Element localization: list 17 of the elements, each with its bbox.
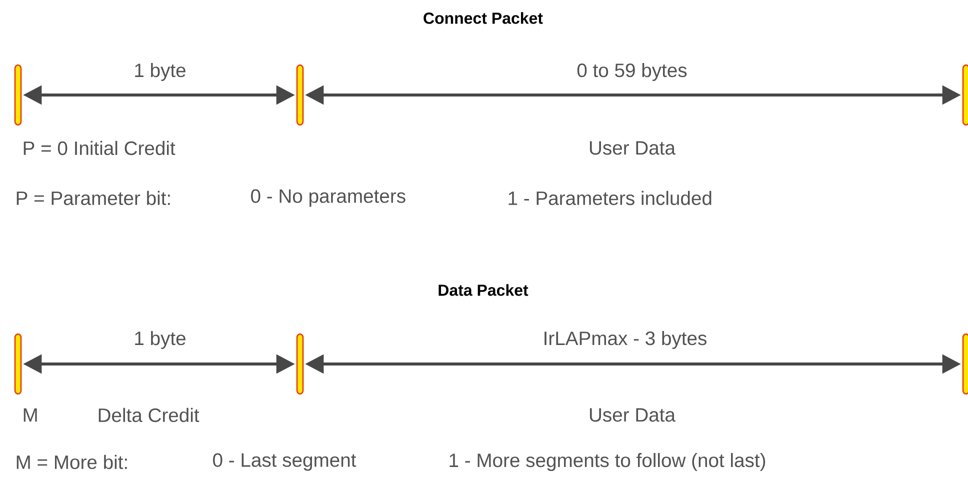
field-label: M (24, 408, 37, 422)
dimension-label: 1 byte (135, 62, 186, 81)
field-label: 0 - No parameters (251, 189, 406, 207)
dimension-label: 0 to 59 bytes (577, 62, 687, 81)
field-label: P = Parameter bit: (16, 190, 170, 206)
field-label: User Data (590, 408, 676, 422)
field-label: 1 - Parameters included (508, 190, 712, 206)
dimension-label: IrLAPmax - 3 bytes (544, 330, 706, 349)
field-label: User Data (590, 141, 676, 155)
field-label: M = More bit: (16, 454, 127, 470)
heading: Connect Packet (424, 12, 543, 24)
heading: Data Packet (438, 284, 528, 296)
field-label: Delta Credit (98, 408, 200, 422)
dimension-label: 1 byte (135, 330, 186, 349)
field-label: 1 - More segments to follow (not last) (450, 452, 766, 471)
field-label: 0 - Last segment (213, 453, 356, 471)
field-label: P = 0 Initial Credit (24, 140, 176, 156)
